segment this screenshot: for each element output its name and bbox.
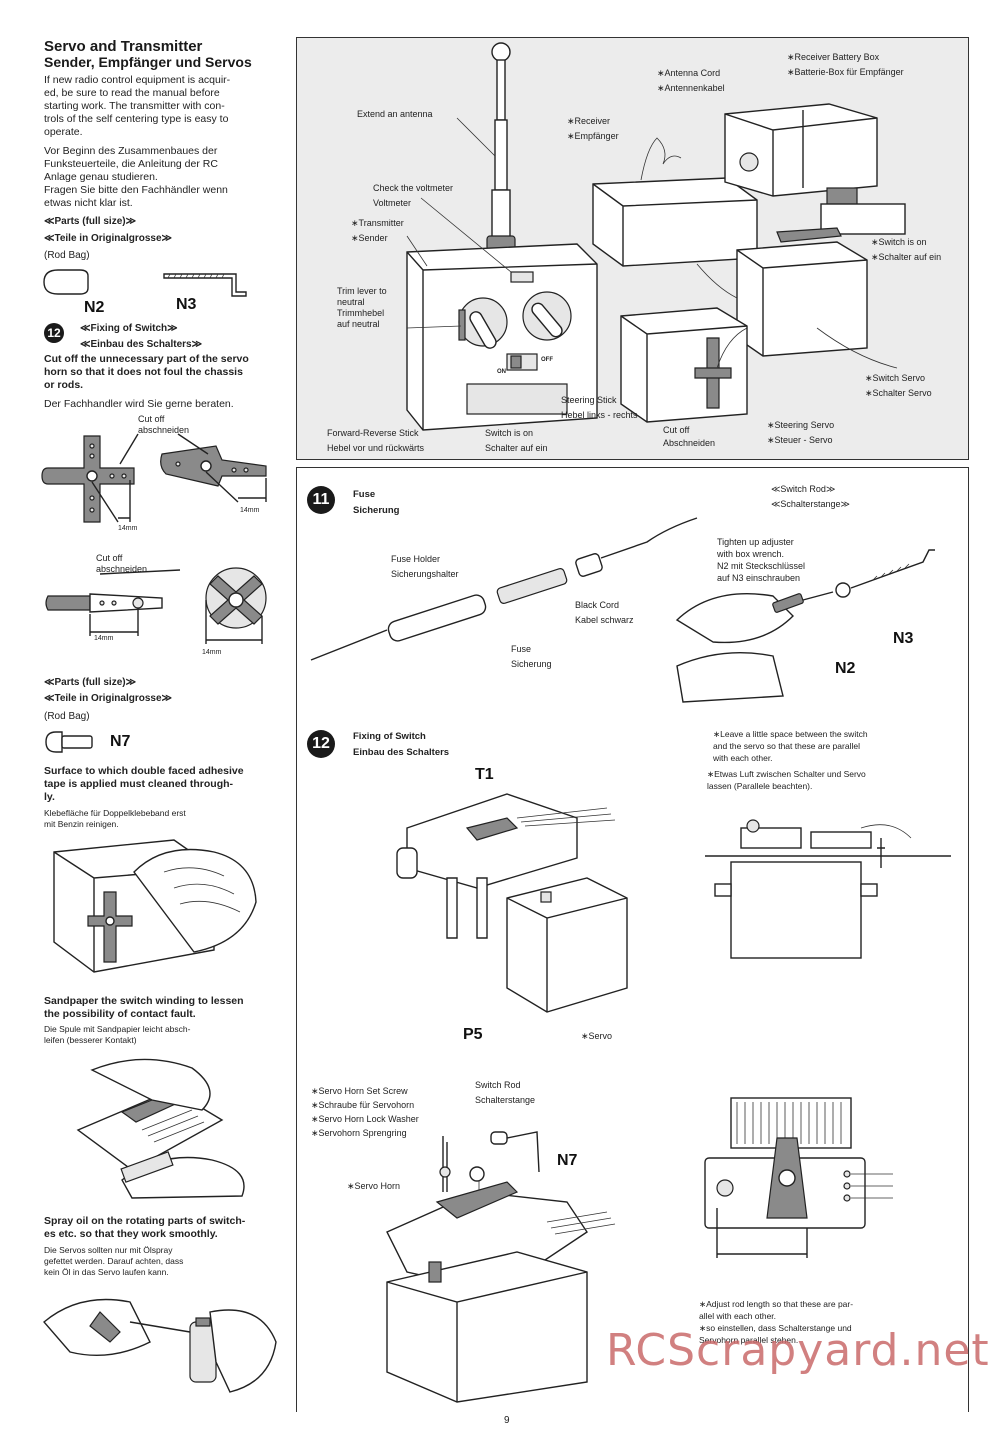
servo-horn-parts-list: ∗Servo Horn Set Screw ∗Schraube für Serv… [311,1086,419,1138]
parts-heading-de: ≪Teile in Originalgrosse≫ [44,233,173,244]
part-n2-label-bottom: N2 [835,660,856,677]
servo-horn-cut-drawing-1 [41,433,267,523]
step11-title-en: Fuse [353,489,376,500]
step12-badge-bottom: 12 [307,730,335,758]
spray-text-de: Die Servos sollten nur mit Ölspray gefet… [44,1245,184,1277]
cutoff-label-1: Cut off abschneiden [138,414,190,435]
label-servo: ∗Servo [581,1031,613,1041]
step11-title-de: Sicherung [353,505,400,516]
rod-bag-label: (Rod Bag) [44,250,90,261]
cleaning-servo-illustration [53,839,257,973]
label-antenna-cord: ∗Antenna Cord ∗Antennenkabel [657,68,725,93]
servo-horn-cut-drawing-2 [45,567,267,644]
label-receiver: ∗Receiver ∗Empfänger [567,116,619,141]
label-forward-reverse: Forward-Reverse Stick Hebel vor und rück… [327,428,425,453]
switch-rod-illustration [675,549,935,703]
intro-text-de: Vor Beginn des Zusammenbaues der Funkste… [44,145,228,209]
switch-mount-illustration [396,793,628,1013]
label-switch-on: ∗Switch is on ∗Schalter auf ein [871,237,942,262]
page-number: 9 [504,1415,510,1426]
adjust-rod-text: ∗Adjust rod length so that these are par… [699,1299,854,1345]
dim-label-4: 14mm [202,649,222,656]
label-on: ON [497,369,506,375]
label-switch-servo: ∗Switch Servo ∗Schalter Servo [865,373,932,398]
part-p5-label: P5 [463,1026,483,1043]
rod-bag2-label: (Rod Bag) [44,711,90,722]
spray-oil-illustration [43,1298,277,1393]
label-trim-lever: Trim lever to neutral Trimmhebel auf neu… [337,286,387,329]
part-n3-label: N3 [176,296,197,313]
cutoff-label-2: Cut off abschneiden [96,553,148,574]
switch-rod-top-view [704,1097,893,1258]
label-fuse-holder: Fuse Holder Sicherungshalter [391,554,459,579]
spray-text-en: Spray oil on the rotating parts of switc… [44,1215,246,1240]
tighten-adjuster-text: Tighten up adjuster with box wrench. N2 … [717,537,806,583]
part-t1-label: T1 [475,766,494,783]
parts2-heading-de: ≪Teile in Originalgrosse≫ [44,693,173,704]
assembly-panel: 11 Fuse Sicherung Fuse Holder Sicherungs… [296,467,969,1412]
section-title-en: Servo and Transmitter [44,38,203,55]
fuse-illustration [310,517,698,661]
part-n7-label: N7 [110,733,131,750]
step12-title-en-bottom: Fixing of Switch [353,731,426,742]
surface-text-en: Surface to which double faced adhesive t… [44,765,244,803]
intro-text-en: If new radio control equipment is acquir… [44,74,231,138]
step12-title-de-bottom: Einbau des Schalters [353,747,450,758]
servo-horn-rod-illustration [386,1131,616,1403]
sandpaper-text-de: Die Spule mit Sandpapier leicht absch- l… [44,1024,191,1045]
section-title-de: Sender, Empfänger und Servos [44,54,252,70]
dim-label-3: 14mm [94,635,114,642]
parts-n2-n3-drawing [43,269,247,297]
transmitter-receiver-illustration [406,42,906,431]
leave-space-text-de: ∗Etwas Luft zwischen Schalter und Servo … [707,769,866,791]
parts2-heading-en: ≪Parts (full size)≫ [44,677,137,688]
label-extend-antenna: Extend an antenna [357,109,433,119]
step12-badge: 12 [44,323,64,343]
step11-badge: 11 [307,486,335,514]
dim-label-1: 14mm [118,525,138,532]
dim-label-2: 14mm [240,507,260,514]
switch-rod-heading: ≪Switch Rod≫ ≪Schalterstange≫ [771,484,850,509]
part-n7-drawing [45,731,93,753]
surface-text-de: Klebefläche für Doppelklebeband erst mit… [44,808,186,829]
label-transmitter: ∗Transmitter ∗Sender [351,218,404,243]
parts-heading-en: ≪Parts (full size)≫ [44,216,137,227]
leave-space-text-en: ∗Leave a little space between the switch… [713,729,868,763]
watermark-text: RCScrapyard.net [606,1325,990,1376]
label-steering-servo: ∗Steering Servo ∗Steuer - Servo [767,420,835,445]
switch-parallel-illustration [705,819,951,959]
label-voltmeter: Check the voltmeter Voltmeter [373,183,454,208]
sanding-switch-illustration [76,1058,245,1199]
sandpaper-text-en: Sandpaper the switch winding to lessen t… [44,995,244,1020]
label-servo-horn: ∗Servo Horn [347,1181,401,1191]
step12-title-en: ≪Fixing of Switch≫ [80,323,178,334]
label-black-cord: Black Cord Kabel schwarz [575,600,634,625]
label-switch-rod: Switch Rod Schalterstange [475,1080,536,1105]
label-switch-is-on: Switch is on Schalter auf ein [485,428,548,453]
step12-title-de: ≪Einbau des Schalters≫ [80,339,203,350]
part-n2-label: N2 [84,299,105,316]
label-cut-off: Cut off Abschneiden [663,425,716,448]
cut-text-de: Der Fachhandler wird Sie gerne beraten. [44,398,234,410]
cut-text-en: Cut off the unnecessary part of the serv… [44,353,249,391]
part-n3-label-bottom: N3 [893,630,914,647]
label-battery-box: ∗Receiver Battery Box ∗Batterie-Box für … [787,52,904,77]
part-n7-label-bottom: N7 [557,1152,578,1169]
label-off: OFF [541,357,553,363]
transmitter-panel: Extend an antenna ∗Antenna Cord ∗Antenne… [296,37,969,460]
label-steering-stick: Steering Stick Hebel links - rechts [561,395,638,420]
label-fuse: Fuse Sicherung [511,644,552,669]
